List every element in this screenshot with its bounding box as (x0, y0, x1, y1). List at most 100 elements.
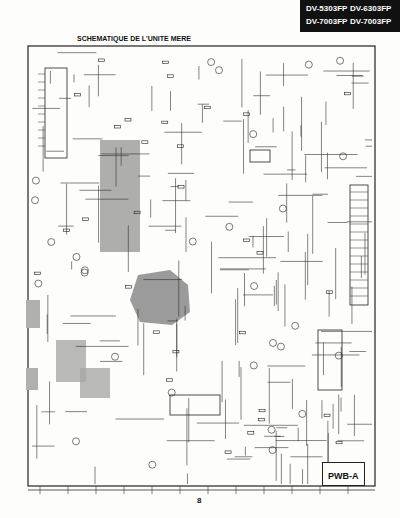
wire (65, 411, 87, 412)
wire (315, 342, 351, 343)
wire (168, 320, 179, 321)
wire (46, 151, 64, 152)
wire (229, 202, 254, 203)
wire (288, 232, 289, 252)
wire (264, 436, 281, 437)
wire (366, 146, 372, 147)
wire (354, 395, 355, 436)
wire (176, 319, 177, 372)
wire (95, 467, 96, 484)
resistor-symbol (125, 119, 131, 122)
wire (287, 169, 296, 170)
wire (252, 236, 253, 248)
wire (328, 222, 348, 223)
wire (321, 400, 322, 418)
resistor-symbol (173, 350, 179, 353)
ic-pin (38, 106, 45, 107)
wire (307, 444, 308, 484)
ic-shaded (100, 140, 140, 252)
model-number: DV-5303FP (306, 5, 347, 13)
wire (66, 184, 67, 235)
wire (239, 361, 240, 377)
wire (128, 225, 129, 272)
wire (338, 394, 339, 434)
wiring (32, 53, 372, 494)
wire (100, 361, 123, 362)
wire (292, 131, 293, 180)
wire (276, 440, 327, 441)
wire (71, 261, 72, 269)
resistor-symbol (344, 92, 350, 95)
transistor-symbol (73, 253, 80, 260)
wire (356, 176, 372, 177)
transistor-symbol (269, 339, 276, 346)
transistor-symbol (168, 389, 175, 396)
wire (202, 104, 203, 123)
transistor-symbol (35, 280, 42, 287)
frame-tick (40, 486, 41, 494)
frame-tick (208, 486, 209, 494)
connector-pin (350, 232, 368, 233)
wire (278, 195, 322, 196)
wire (305, 156, 306, 183)
wire (85, 199, 128, 200)
connector-pin (350, 224, 368, 225)
wire (266, 75, 308, 76)
wire (323, 71, 369, 72)
wire (352, 76, 364, 77)
wire (178, 260, 179, 316)
wire (321, 331, 372, 332)
ic-pin (38, 130, 45, 131)
wire (325, 167, 367, 168)
wire (47, 295, 48, 342)
sheet-title: SCHEMATIQUE DE L'UNITE MERE (75, 35, 193, 42)
resistor-symbol (178, 186, 184, 189)
wire (333, 404, 334, 429)
wire (188, 398, 189, 442)
wire (351, 286, 352, 323)
connector-pin (350, 296, 368, 297)
wire (32, 108, 60, 109)
wire (79, 190, 111, 191)
wire (283, 63, 284, 86)
wire (244, 273, 245, 306)
wire (150, 200, 151, 218)
wire (198, 104, 209, 105)
connector-outline (350, 185, 368, 305)
resistor-symbol (259, 418, 265, 421)
frame-tick (124, 486, 125, 494)
transistor-symbol (72, 438, 79, 445)
wire (116, 147, 117, 186)
page-number: 8 (197, 497, 201, 505)
wire (84, 74, 116, 75)
wire (225, 399, 226, 438)
resistor-symbol (240, 331, 246, 334)
resistor-symbol (243, 113, 249, 116)
transistor-symbol (279, 205, 286, 212)
wire (138, 176, 150, 177)
wire (220, 269, 249, 270)
wire (61, 182, 100, 183)
wire (115, 419, 164, 420)
wire (260, 71, 261, 114)
wire (267, 366, 305, 367)
resistor-symbol (257, 252, 263, 255)
resistor-symbol (244, 239, 250, 242)
frame-tick (96, 486, 97, 494)
wire (243, 294, 273, 295)
wire (245, 447, 246, 456)
wire (237, 288, 238, 343)
wire (89, 85, 90, 107)
resistor-symbol (74, 93, 80, 96)
ic-pin (38, 114, 45, 115)
wire (187, 474, 188, 484)
wire (298, 428, 299, 442)
wire (137, 309, 138, 346)
wire (205, 216, 238, 217)
wire (223, 121, 241, 122)
ic-pin (38, 74, 45, 75)
wire (312, 196, 313, 254)
frame (28, 46, 375, 486)
wire (121, 147, 122, 165)
wire (151, 86, 152, 111)
